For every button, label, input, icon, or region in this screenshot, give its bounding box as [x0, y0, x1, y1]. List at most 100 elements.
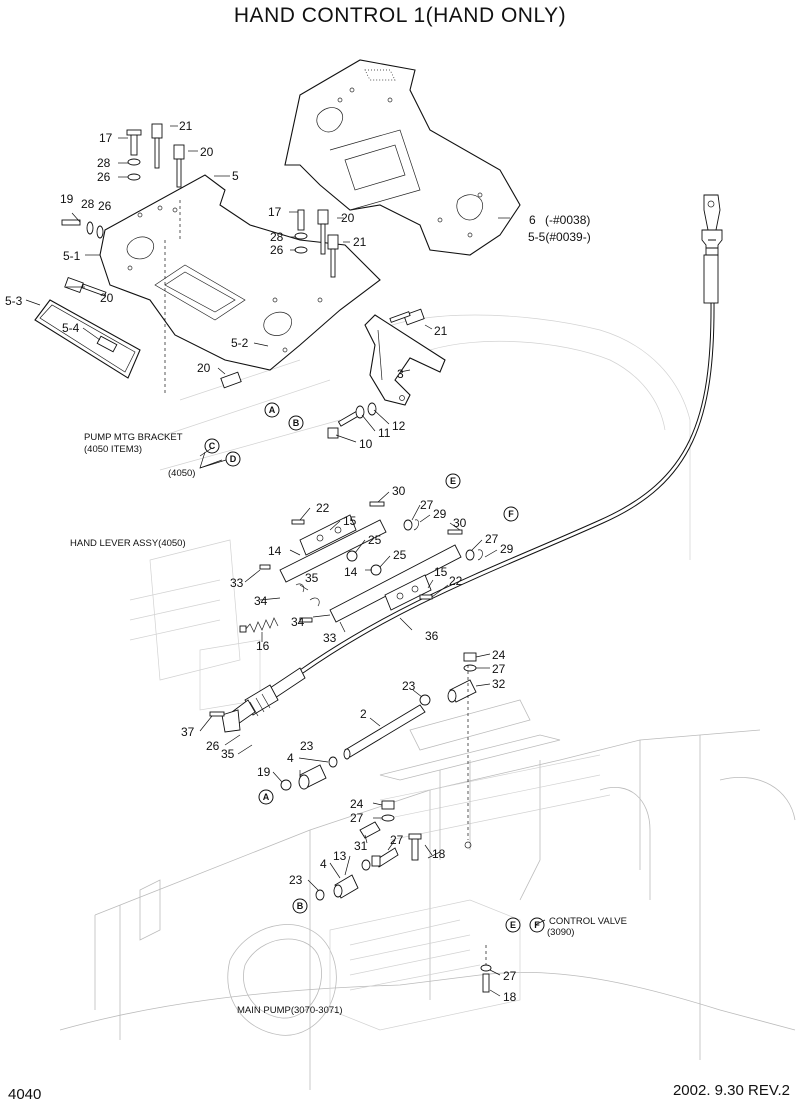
callout-21c: 21	[434, 324, 448, 338]
callout-4: 4	[287, 751, 294, 765]
callout-18b: 18	[503, 990, 517, 1004]
callout-26: 26	[97, 170, 111, 184]
connector-F-bottom: F	[534, 920, 540, 930]
callout-25b: 25	[393, 548, 407, 562]
note-control-valve: CONTROL VALVE	[549, 916, 627, 927]
connector-D: D	[230, 454, 237, 464]
callout-5: 5	[232, 169, 239, 183]
spring-16	[239, 617, 279, 633]
callout-27b: 27	[485, 532, 499, 546]
mounting-plate-5	[99, 174, 381, 395]
page-number: 4040	[8, 1086, 42, 1103]
lever-link-upper	[259, 501, 419, 583]
callout-28c: 28	[270, 230, 284, 244]
callout-4b: 4	[320, 857, 327, 871]
callout-31: 31	[354, 839, 368, 853]
callout-29: 29	[433, 507, 447, 521]
callout-20c: 20	[197, 361, 211, 375]
callout-5-2: 5-2	[231, 336, 249, 350]
note-control-valve-ref: (3090)	[547, 927, 574, 938]
callout-34b: 34	[291, 615, 305, 629]
callout-23c: 23	[289, 873, 303, 887]
callout-5-3: 5-3	[5, 294, 23, 308]
callout-15b: 15	[434, 565, 448, 579]
callout-19b: 19	[257, 765, 271, 779]
top-fasteners	[61, 123, 425, 389]
callout-24b: 24	[350, 797, 364, 811]
callout-33: 33	[230, 576, 244, 590]
callout-5-4: 5-4	[62, 321, 80, 335]
note-main-pump: MAIN PUMP(3070-3071)	[237, 1005, 343, 1016]
connector-E-bottom: E	[510, 920, 516, 930]
callout-5-1: 5-1	[63, 249, 81, 263]
connector-B-bottom: B	[297, 901, 304, 911]
callout-13: 13	[333, 849, 347, 863]
connector-B-top: B	[293, 418, 300, 428]
callout-37: 37	[181, 725, 195, 739]
callout-22b: 22	[449, 574, 463, 588]
callout-33b: 33	[323, 631, 337, 645]
callout-36: 36	[425, 629, 439, 643]
callout-30b: 30	[453, 516, 467, 530]
callout-3: 3	[397, 367, 404, 381]
callout-11: 11	[378, 426, 391, 440]
callout-20d: 20	[341, 211, 355, 225]
diagram-title: HAND CONTROL 1(HAND ONLY)	[233, 4, 567, 27]
connector-C: C	[209, 441, 216, 451]
callout-23b: 23	[300, 739, 314, 753]
bracket-3	[364, 314, 446, 406]
mounting-plate-6	[284, 59, 521, 256]
connector-A-top: A	[269, 405, 276, 415]
callout-25: 25	[368, 533, 382, 547]
callout-2: 2	[360, 707, 367, 721]
callout-28: 28	[97, 156, 111, 170]
callout-32: 32	[492, 677, 506, 691]
reference-notes: PUMP MTG BRACKET (4050 ITEM3) (4050) HAN…	[70, 213, 627, 1016]
callout-21b: 21	[353, 235, 367, 249]
lower-fittings	[280, 652, 492, 993]
callout-14: 14	[268, 544, 282, 558]
callout-17b: 17	[268, 205, 282, 219]
callout-22: 22	[316, 501, 330, 515]
callout-26c: 26	[270, 243, 284, 257]
callout-26d: 26	[206, 739, 220, 753]
connector-E-top: E	[450, 476, 456, 486]
callout-35b: 35	[221, 747, 235, 761]
callout-17: 17	[99, 131, 113, 145]
callout-29b: 29	[500, 542, 514, 556]
callout-6: 6	[529, 213, 536, 227]
revision-date: 2002. 9.30 REV.2	[672, 1082, 790, 1099]
callout-15: 15	[343, 514, 357, 528]
callout-19: 19	[60, 192, 74, 206]
lever-link-lower	[295, 529, 483, 623]
callout-27f: 27	[503, 969, 517, 983]
callout-numbers: 17 21 20 28 26 5 19 28 26 5-1 20 5-3 5-4…	[5, 119, 536, 1004]
callout-12: 12	[392, 419, 406, 433]
connector-F-top: F	[508, 509, 514, 519]
note-hand-lever-assy: HAND LEVER ASSY(4050)	[70, 538, 186, 549]
callout-35: 35	[305, 571, 319, 585]
truck-frame-ghost	[59, 314, 796, 1090]
callout-18: 18	[432, 847, 446, 861]
callout-23: 23	[402, 679, 416, 693]
callout-26b: 26	[98, 199, 112, 213]
callout-34: 34	[254, 594, 268, 608]
note-pump-mtg-bracket-ref: (4050 ITEM3)	[84, 444, 142, 455]
control-cable-36	[209, 194, 723, 733]
bolt-10-assembly	[327, 402, 377, 439]
callout-27: 27	[420, 498, 434, 512]
callout-27c: 27	[492, 662, 506, 676]
cover-plate-5-3	[34, 299, 141, 379]
callout-24: 24	[492, 648, 506, 662]
note-pump-mtg-bracket: PUMP MTG BRACKET	[84, 432, 183, 443]
callout-28b: 28	[81, 197, 95, 211]
rod-2	[343, 704, 426, 760]
callout-14b: 14	[344, 565, 358, 579]
leader-lines	[25, 125, 546, 997]
connector-markers: A B C D E F A B E F	[199, 402, 545, 933]
callout-20b: 20	[100, 291, 114, 305]
note-4050: (4050)	[168, 468, 195, 479]
note-serial-after: 5-5(#0039-)	[528, 230, 591, 244]
